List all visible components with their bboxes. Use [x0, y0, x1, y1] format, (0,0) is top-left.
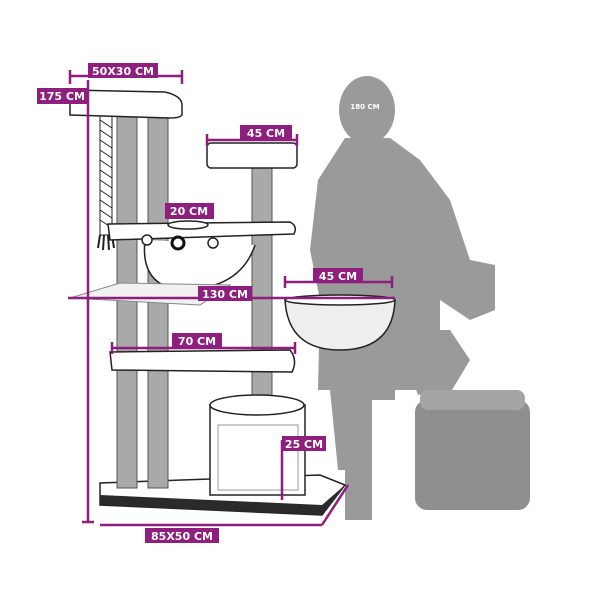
svg-text:130 CM: 130 CM: [202, 288, 248, 301]
svg-text:25 CM: 25 CM: [285, 438, 323, 451]
svg-text:45 CM: 45 CM: [247, 127, 285, 140]
ottoman: [415, 390, 530, 510]
hammock-platform: [107, 221, 297, 241]
svg-text:50X30 CM: 50X30 CM: [92, 65, 154, 78]
upper-platform: [206, 142, 298, 169]
label-base: 85X50 CM: [145, 528, 219, 543]
hammock: [143, 239, 256, 291]
top-platform: [69, 89, 183, 119]
label-total-height: 175 CM: [37, 88, 87, 104]
person-silhouette: [310, 76, 495, 520]
sisal-rope: [97, 114, 115, 251]
side-shelf: [69, 282, 232, 306]
condo-box: [209, 394, 306, 496]
svg-text:70 CM: 70 CM: [178, 335, 216, 348]
label-shelf: 70 CM: [172, 333, 222, 348]
middle-shelf: [109, 349, 296, 373]
label-top-platform: 50X30 CM: [88, 63, 158, 78]
label-box-height: 25 CM: [282, 436, 326, 451]
svg-text:85X50 CM: 85X50 CM: [151, 530, 213, 543]
label-hole: 20 CM: [165, 203, 214, 219]
label-width: 130 CM: [198, 286, 252, 301]
svg-text:20 CM: 20 CM: [170, 205, 208, 218]
svg-text:45 CM: 45 CM: [319, 270, 357, 283]
label-upper-platform: 45 CM: [240, 125, 292, 140]
bowl-bed: [284, 299, 396, 351]
person-height-label: 180 CM: [350, 103, 379, 111]
svg-text:175 CM: 175 CM: [39, 90, 85, 103]
label-bowl: 45 CM: [313, 268, 363, 283]
